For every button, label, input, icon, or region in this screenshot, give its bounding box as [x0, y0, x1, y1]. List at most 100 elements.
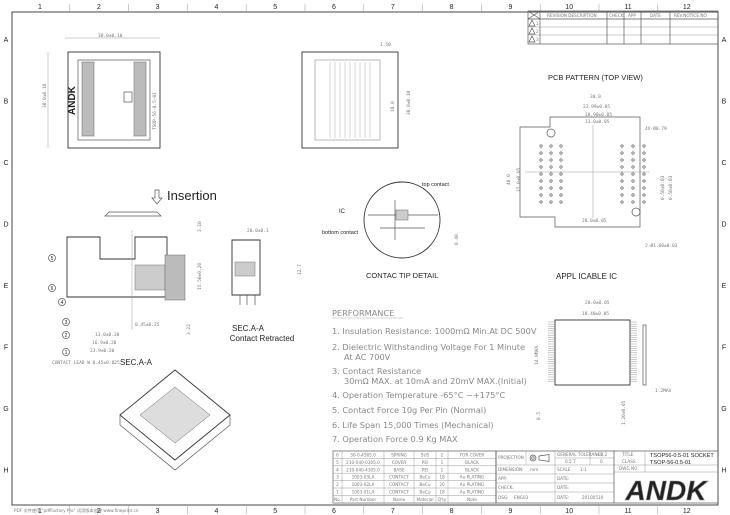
date-label: DATE:	[557, 495, 569, 500]
table-cell: BeCu	[419, 475, 430, 480]
pcb-pad	[631, 172, 635, 176]
column-label: 2	[97, 4, 101, 11]
row-label: D	[3, 222, 8, 229]
performance-section: PERFORMANCE 1. Insulation Resistance: 10…	[332, 308, 537, 444]
part-callout-number: 6	[51, 286, 54, 292]
pcb-pad	[642, 186, 646, 190]
part-callout-number: 2	[65, 333, 68, 339]
column-label: 5	[273, 4, 277, 11]
pcb-pad	[539, 200, 543, 204]
table-cell: 1003-02LA	[352, 482, 375, 487]
dim-12-7: 12.7	[297, 264, 303, 275]
pcb-pad	[620, 193, 624, 197]
row-label: G	[3, 406, 8, 413]
pcb-pad	[631, 144, 635, 148]
pcb-pad	[631, 186, 635, 190]
ic-dim: 1.2MAX	[655, 388, 672, 394]
performance-item: 2. Dielectric Withstanding Voltage For 1…	[332, 342, 525, 352]
performance-item: 6. Life Span 15,000 Times (Mechanical)	[332, 420, 494, 430]
pcb-pad	[620, 179, 624, 183]
column-label: 4	[214, 508, 218, 515]
performance-item: 1. Insulation Resistance: 1000mΩ Min.At …	[332, 326, 537, 336]
rev-row-1: 1	[536, 21, 539, 26]
drawing-frame	[11, 11, 719, 506]
class-value: TSOP-56-0.5-01	[650, 460, 691, 466]
table-cell: 4	[336, 467, 339, 472]
pcb-pad	[559, 172, 563, 176]
tolerance-decimal: 0	[600, 459, 603, 464]
part-marking: TSOP-56-0.5-01	[152, 92, 158, 130]
rev-header-description: REVISION DESCRIPTION	[547, 13, 597, 18]
column-label: 3	[156, 4, 160, 11]
dim-0-40: 0.40	[454, 234, 460, 245]
top-contact-label: top contact	[422, 182, 449, 188]
section-contact-retracted: 20.0±0.1 12.7 SEC.A-A Contact Retracted	[230, 228, 303, 343]
pcb-pad	[539, 172, 543, 176]
date-value: 20100510	[582, 495, 604, 500]
performance-item: 5. Contact Force 10g Per Pin (Normal)	[332, 405, 486, 415]
pcb-pad	[559, 151, 563, 155]
pcb-pad	[631, 193, 635, 197]
table-header-cell: Q'ty	[438, 497, 447, 502]
column-label: 8	[450, 4, 454, 11]
andk-logo: ANDK	[625, 475, 709, 506]
row-label: C	[721, 160, 726, 167]
table-header-cell: Name	[393, 497, 406, 502]
pcb-pad	[642, 144, 646, 148]
socket-isometric-view	[119, 369, 231, 471]
pcb-pad	[559, 186, 563, 190]
pcb-pad	[559, 144, 563, 148]
date-label: DATE:	[557, 485, 569, 490]
column-label: 3	[156, 508, 160, 515]
pcb-pad	[620, 165, 624, 169]
pcb-pad	[631, 165, 635, 169]
table-cell: FOR COVER	[460, 453, 485, 458]
part-callout	[62, 331, 70, 339]
pcb-pad	[539, 151, 543, 155]
performance-item: 30mΩ MAX. at 10mA and 20mV MAX.(Initial)	[344, 376, 527, 386]
pcb-pad	[631, 151, 635, 155]
performance-item: 7. Operation Force 0.9 Kg MAX	[332, 434, 458, 444]
column-label: 9	[508, 508, 512, 515]
column-label: 1	[38, 508, 42, 515]
performance-item: 3. Contact Resistance	[332, 366, 421, 376]
row-label: E	[722, 283, 727, 290]
table-cell: 18	[439, 490, 445, 495]
table-cell: 210-040-0305.0	[346, 460, 380, 465]
pcb-dim: 15.0±0.05	[516, 167, 522, 192]
row-label: F	[722, 345, 726, 352]
pcb-pad	[620, 158, 624, 162]
pcb-dim: 0.50±0.03	[668, 175, 674, 200]
pcb-pad	[549, 165, 553, 169]
class-label: CLASS	[622, 459, 636, 464]
pcb-pad	[642, 193, 646, 197]
table-header-cell: Material	[416, 497, 433, 502]
performance-item: At AC 700V	[344, 352, 391, 362]
scale-value: 1:1	[580, 467, 587, 472]
table-cell: SUS	[421, 453, 430, 458]
dim-width: 30.0±0.10	[98, 33, 123, 39]
contact-tip-detail: top contact IC bottom contact 0.40 CONTA…	[322, 181, 460, 280]
table-cell: Au PLATING	[460, 490, 485, 495]
table-cell: 2	[336, 482, 339, 487]
pcb-pad	[539, 144, 543, 148]
pcb-pad	[620, 144, 624, 148]
app-label: APP:	[498, 476, 507, 481]
pcb-pad	[559, 179, 563, 183]
pcb-dim: 18.90±0.05	[585, 112, 612, 118]
pcb-pad	[631, 200, 635, 204]
rev-header-date: DATE	[650, 13, 661, 18]
row-label: G	[721, 406, 726, 413]
column-label: 12	[683, 508, 691, 515]
dimension-unit: mm	[530, 467, 538, 472]
row-label: C	[3, 160, 8, 167]
pcb-dim: 13.0±0.05	[585, 119, 610, 125]
retracted-section-label: SEC.A-A	[232, 324, 265, 333]
table-cell: 3	[336, 475, 339, 480]
row-label: D	[721, 222, 726, 229]
designer-name: ENG03	[514, 495, 529, 500]
row-label: B	[722, 99, 727, 106]
pcb-pad	[642, 151, 646, 155]
dsg-label: DSG:	[498, 495, 509, 500]
